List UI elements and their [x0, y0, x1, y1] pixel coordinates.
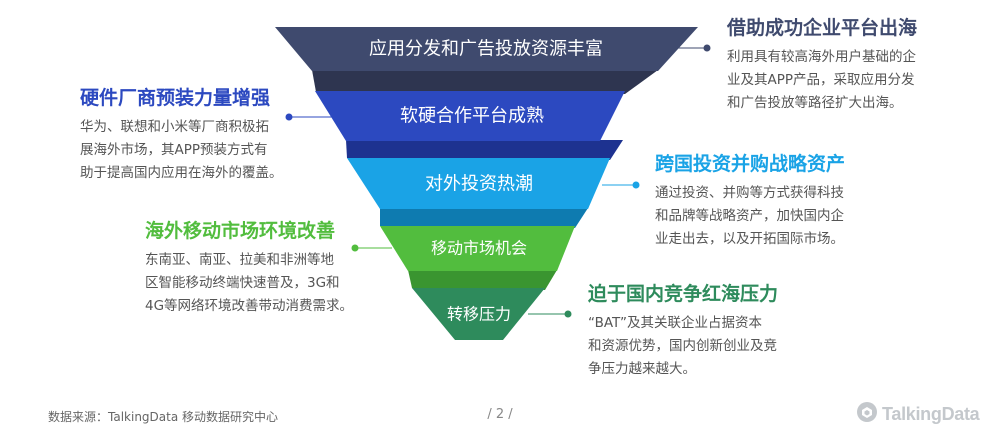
funnel-level-4-label: 移动市场机会: [431, 239, 527, 258]
connector-5: [528, 310, 572, 318]
callout-platform-overseas: 借助成功企业平台出海 利用具有较高海外用户基础的企 业及其APP产品，采取应用分…: [727, 16, 917, 115]
connector-dot: [703, 44, 711, 52]
funnel-level-3-label: 对外投资热潮: [425, 174, 533, 195]
callout-body: 东南亚、南亚、拉美和非洲等地 区智能移动终端快速普及，3G和 4G等网络环境改善…: [145, 249, 353, 318]
funnel-ribbon-4: [408, 270, 557, 290]
callout-line: 助于提高国内应用在海外的覆盖。: [80, 165, 283, 181]
callout-title: 借助成功企业平台出海: [727, 17, 918, 39]
callout-body: 利用具有较高海外用户基础的企 业及其APP产品，采取应用分发 和广告投放等路径扩…: [727, 46, 917, 115]
funnel-ribbon-3: [380, 208, 588, 228]
funnel-ribbon-2: [346, 140, 623, 160]
funnel-level-5-shape: [412, 288, 545, 340]
connector-1: [672, 44, 711, 52]
callout-line: 利用具有较高海外用户基础的企: [727, 49, 916, 65]
callout-domestic-competition: 迫于国内竞争红海压力 “BAT”及其关联企业占据资本 和资源优势，国内创新创业及…: [588, 282, 778, 381]
data-source-note: 数据来源：TalkingData 移动数据研究中心: [48, 410, 279, 424]
funnel-level-3-shape: [347, 158, 610, 209]
funnel-level-1-label: 应用分发和广告投放资源丰富: [369, 39, 603, 60]
connector-dot: [285, 113, 293, 121]
callout-title: 迫于国内竞争红海压力: [588, 283, 779, 305]
callout-line: 通过投资、并购等方式获得科技: [655, 185, 844, 201]
callout-body: 通过投资、并购等方式获得科技 和品牌等战略资产，加快国内企 业走出去，以及开拓国…: [655, 182, 845, 251]
callout-cross-border-investment: 跨国投资并购战略资产 通过投资、并购等方式获得科技 和品牌等战略资产，加快国内企…: [655, 152, 845, 251]
funnel-level-4-shape: [380, 226, 575, 271]
callout-line: 和资源优势，国内创新创业及竞: [588, 338, 777, 354]
funnel-level-5-label: 转移压力: [447, 305, 511, 324]
connector-2: [285, 113, 333, 121]
talkingdata-logo: TalkingData: [856, 401, 980, 427]
callout-line: 东南亚、南亚、拉美和非洲等地: [145, 252, 334, 268]
callout-overseas-mobile-market: 海外移动市场环境改善 东南亚、南亚、拉美和非洲等地 区智能移动终端快速普及，3G…: [145, 219, 353, 318]
callout-line: 业及其APP产品，采取应用分发: [727, 72, 915, 88]
callout-line: 和广告投放等路径扩大出海。: [727, 95, 903, 111]
logo-text: TalkingData: [882, 403, 980, 424]
callout-title: 跨国投资并购战略资产: [655, 153, 846, 175]
connector-dot: [632, 181, 640, 189]
callout-body: “BAT”及其关联企业占据资本 和资源优势，国内创新创业及竞 争压力越来越大。: [588, 312, 778, 381]
funnel-level-1-shape: [275, 27, 698, 71]
connector-dot: [351, 244, 359, 252]
callout-hardware-preinstall: 硬件厂商预装力量增强 华为、联想和小米等厂商积极拓 展海外市场，其APP预装方式…: [80, 86, 283, 185]
funnel-level-2-shape: [315, 91, 625, 141]
callout-line: 区智能移动终端快速普及，3G和: [145, 275, 340, 291]
connector-3: [602, 181, 640, 189]
callout-line: 展海外市场，其APP预装方式有: [80, 142, 268, 158]
callout-line: 华为、联想和小米等厂商积极拓: [80, 119, 269, 135]
page-number: / 2 /: [487, 407, 513, 422]
callout-title: 硬件厂商预装力量增强: [80, 87, 271, 109]
connector-4: [351, 244, 392, 252]
funnel-ribbon-1: [312, 70, 658, 94]
callout-line: 和品牌等战略资产，加快国内企: [655, 208, 844, 224]
callout-line: “BAT”及其关联企业占据资本: [588, 315, 762, 331]
funnel-level-2-label: 软硬合作平台成熟: [400, 106, 544, 127]
callout-line: 争压力越来越大。: [588, 361, 696, 377]
logo-mark-icon: [856, 401, 878, 427]
callout-line: 4G等网络环境改善带动消费需求。: [145, 298, 354, 314]
connector-dot: [564, 310, 572, 318]
callout-body: 华为、联想和小米等厂商积极拓 展海外市场，其APP预装方式有 助于提高国内应用在…: [80, 116, 283, 185]
callout-line: 业走出去，以及开拓国际市场。: [655, 231, 844, 247]
callout-title: 海外移动市场环境改善: [145, 220, 336, 242]
